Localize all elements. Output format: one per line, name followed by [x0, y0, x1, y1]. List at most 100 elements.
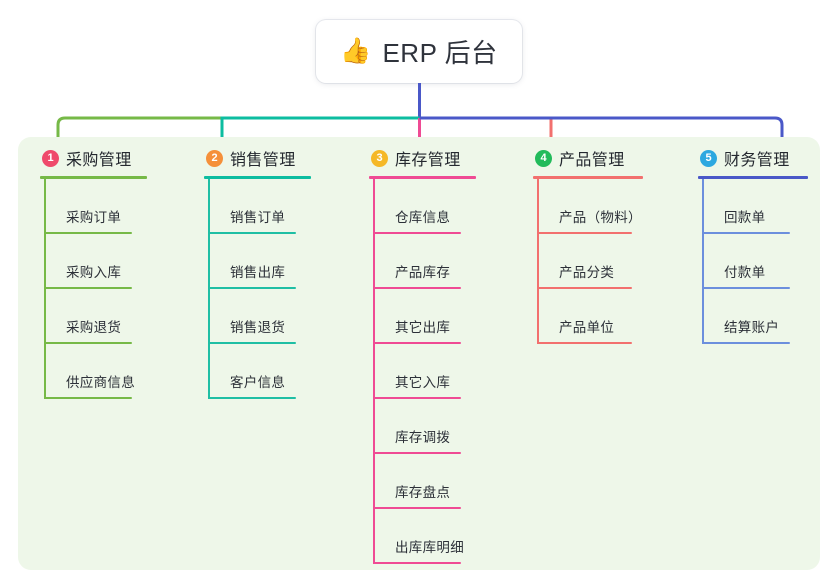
branch-items-3: 仓库信息产品库存其它出库其它入库库存调拨库存盘点出库库明细 — [369, 179, 476, 564]
branch-item[interactable]: 库存调拨 — [369, 399, 476, 454]
branch-item-label: 销售退货 — [230, 320, 286, 335]
branch-item-label: 结算账户 — [724, 320, 780, 335]
branch-item-label: 库存调拨 — [395, 430, 451, 445]
branch-item-rule — [537, 287, 632, 289]
branch-items-2: 销售订单销售出库销售退货客户信息 — [204, 179, 311, 399]
branch-item-rule — [373, 287, 461, 289]
branch-spine — [208, 179, 210, 399]
branch-item[interactable]: 库存盘点 — [369, 454, 476, 509]
branch-item[interactable]: 采购订单 — [40, 179, 147, 234]
branch-column-3: 3 库存管理仓库信息产品库存其它出库其它入库库存调拨库存盘点出库库明细 — [369, 146, 476, 564]
branch-item-label: 回款单 — [724, 210, 766, 225]
root-node-content: 👍 ERP 后台 — [340, 33, 497, 70]
branch-item[interactable]: 付款单 — [698, 234, 808, 289]
branch-item-rule — [373, 397, 461, 399]
branch-spine — [702, 179, 704, 344]
branch-item-rule — [44, 232, 132, 234]
branch-item-rule — [702, 287, 790, 289]
branch-item-rule — [373, 507, 461, 509]
branch-item-label: 采购入库 — [66, 265, 122, 280]
branch-item-label: 产品（物料） — [559, 210, 642, 225]
branch-item[interactable]: 销售订单 — [204, 179, 311, 234]
branch-item-label: 采购退货 — [66, 320, 122, 335]
branch-item[interactable]: 销售出库 — [204, 234, 311, 289]
branch-header-5[interactable]: 5 财务管理 — [698, 146, 808, 170]
branch-items-1: 采购订单采购入库采购退货供应商信息 — [40, 179, 147, 399]
branch-item[interactable]: 结算账户 — [698, 289, 808, 344]
branch-header-rule — [533, 176, 643, 179]
branch-item-label: 出库库明细 — [395, 540, 464, 555]
branch-item-rule — [208, 342, 296, 344]
thumbs-up-icon: 👍 — [340, 37, 372, 65]
branch-header-rule — [204, 176, 311, 179]
branch-item-label: 产品单位 — [559, 320, 615, 335]
branch-number-badge: 4 — [535, 149, 552, 167]
branch-item[interactable]: 采购退货 — [40, 289, 147, 344]
branch-item-label: 客户信息 — [230, 375, 286, 390]
branch-item-rule — [373, 452, 461, 454]
branch-spine — [537, 179, 539, 344]
branch-header-rule — [369, 176, 476, 179]
branch-item-label: 产品库存 — [395, 265, 451, 280]
branch-header-2[interactable]: 2 销售管理 — [204, 146, 311, 170]
branch-item[interactable]: 其它入库 — [369, 344, 476, 399]
branch-title: 库存管理 — [395, 152, 461, 169]
branch-item[interactable]: 产品单位 — [533, 289, 643, 344]
branch-title: 采购管理 — [66, 152, 132, 169]
branch-item[interactable]: 出库库明细 — [369, 509, 476, 564]
branch-title: 产品管理 — [559, 152, 625, 169]
branch-item[interactable]: 产品库存 — [369, 234, 476, 289]
branch-item-rule — [208, 232, 296, 234]
branch-item-label: 仓库信息 — [395, 210, 451, 225]
branch-column-5: 5 财务管理回款单付款单结算账户 — [698, 146, 808, 344]
root-node[interactable]: 👍 ERP 后台 — [316, 20, 522, 83]
branch-spine — [44, 179, 46, 399]
branch-item-rule — [44, 287, 132, 289]
branch-item-label: 其它入库 — [395, 375, 451, 390]
branch-item-label: 付款单 — [724, 265, 766, 280]
branch-item[interactable]: 产品（物料） — [533, 179, 643, 234]
branch-header-3[interactable]: 3 库存管理 — [369, 146, 476, 170]
branch-item-rule — [537, 232, 632, 234]
branch-spine — [373, 179, 375, 564]
branch-column-1: 1 采购管理采购订单采购入库采购退货供应商信息 — [40, 146, 147, 399]
branch-header-1[interactable]: 1 采购管理 — [40, 146, 147, 170]
branch-item[interactable]: 其它出库 — [369, 289, 476, 344]
branch-item[interactable]: 仓库信息 — [369, 179, 476, 234]
branch-title: 销售管理 — [230, 152, 296, 169]
branch-item-rule — [44, 342, 132, 344]
branch-number-badge: 2 — [206, 149, 223, 167]
branch-number-badge: 5 — [700, 149, 717, 167]
branch-title: 财务管理 — [724, 152, 790, 169]
branch-item-rule — [373, 562, 461, 564]
branch-item[interactable]: 客户信息 — [204, 344, 311, 399]
branch-item-label: 库存盘点 — [395, 485, 451, 500]
branch-column-2: 2 销售管理销售订单销售出库销售退货客户信息 — [204, 146, 311, 399]
branch-item-rule — [373, 342, 461, 344]
branch-header-4[interactable]: 4 产品管理 — [533, 146, 643, 170]
branch-item[interactable]: 采购入库 — [40, 234, 147, 289]
branch-item-rule — [537, 342, 632, 344]
branches-panel — [18, 137, 820, 570]
branch-column-4: 4 产品管理产品（物料） 产品分类产品单位 — [533, 146, 643, 344]
branch-item-rule — [208, 287, 296, 289]
branch-header-rule — [698, 176, 808, 179]
branch-item[interactable]: 销售退货 — [204, 289, 311, 344]
branch-item-rule — [702, 232, 790, 234]
branch-item-rule — [208, 397, 296, 399]
branch-item[interactable]: 回款单 — [698, 179, 808, 234]
branch-item-label: 供应商信息 — [66, 375, 135, 390]
branch-items-4: 产品（物料） 产品分类产品单位 — [533, 179, 643, 344]
branch-item-label: 销售出库 — [230, 265, 286, 280]
branch-item[interactable]: 供应商信息 — [40, 344, 147, 399]
branch-item-rule — [373, 232, 461, 234]
branch-item-label: 其它出库 — [395, 320, 451, 335]
branch-header-rule — [40, 176, 147, 179]
branch-item-label: 产品分类 — [559, 265, 615, 280]
branch-items-5: 回款单付款单结算账户 — [698, 179, 808, 344]
branch-item-label: 销售订单 — [230, 210, 286, 225]
branch-number-badge: 3 — [371, 149, 388, 167]
branch-item-rule — [44, 397, 132, 399]
branch-item[interactable]: 产品分类 — [533, 234, 643, 289]
branch-number-badge: 1 — [42, 149, 59, 167]
